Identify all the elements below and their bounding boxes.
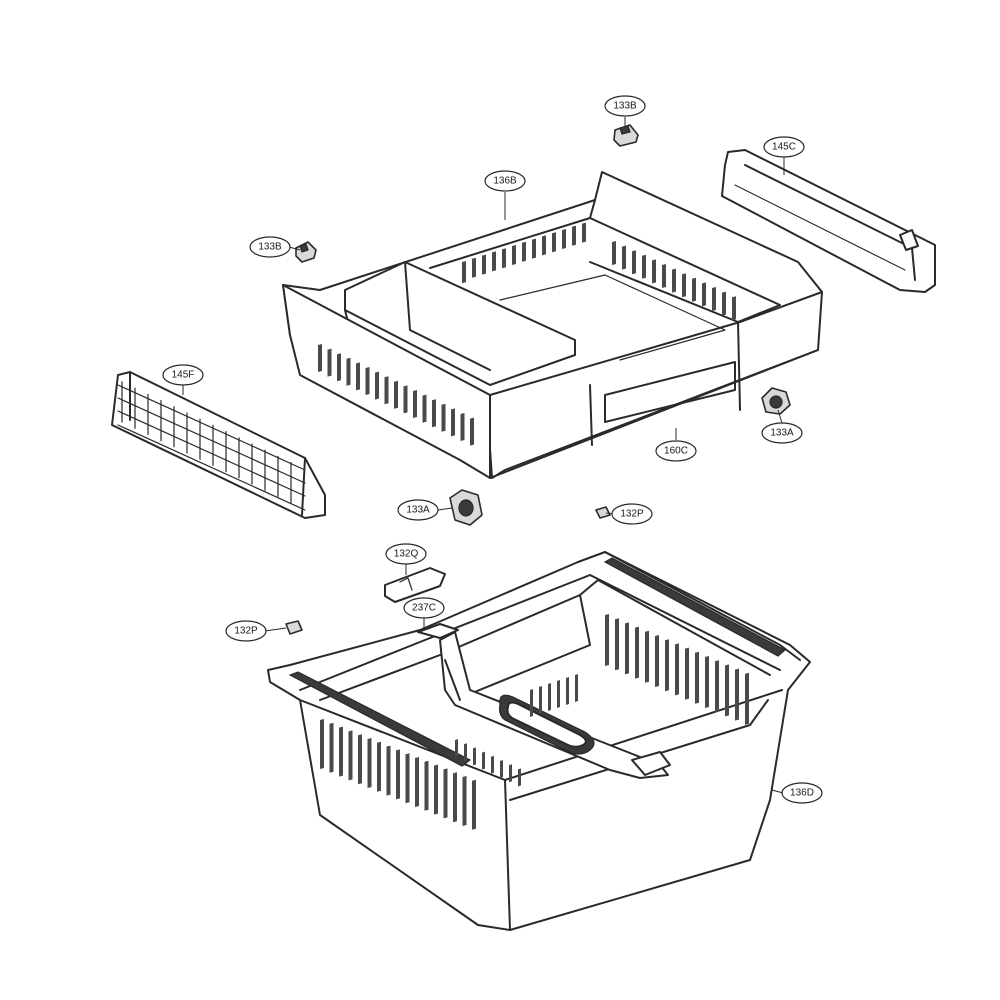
rail-145f <box>111 371 326 519</box>
callout-237c: 237C <box>403 597 445 619</box>
callout-label: 160C <box>664 446 688 457</box>
bracket-132q <box>384 567 446 603</box>
callout-136b: 136B <box>484 170 526 192</box>
pad-132p-right <box>595 506 611 519</box>
clip-133b-top <box>613 124 639 147</box>
callout-bubble <box>611 503 653 525</box>
rail-145c <box>721 149 936 293</box>
callout-label: 145F <box>172 370 195 381</box>
callout-133a-right: 133A <box>761 422 803 444</box>
callout-132q: 132Q <box>385 543 427 565</box>
callout-label: 133B <box>613 101 637 112</box>
callout-bubble <box>484 170 526 192</box>
roller-133a-right <box>761 387 791 415</box>
callout-132p-right: 132P <box>611 503 653 525</box>
callout-label: 132P <box>620 509 644 520</box>
callout-bubble <box>604 95 646 117</box>
pad-132p-left <box>285 620 303 635</box>
callout-bubble <box>655 440 697 462</box>
callout-label: 133A <box>770 428 794 439</box>
callout-label: 133A <box>406 505 430 516</box>
callout-bubble <box>162 364 204 386</box>
callout-bubble <box>761 422 803 444</box>
callout-label: 237C <box>412 603 436 614</box>
callout-bubble <box>225 620 267 642</box>
callout-133b-top: 133B <box>604 95 646 117</box>
callout-bubble <box>781 782 823 804</box>
callout-bubble <box>403 597 445 619</box>
callout-136d: 136D <box>781 782 823 804</box>
callout-label: 136B <box>493 176 517 187</box>
callout-bubble <box>397 499 439 521</box>
callout-bubble <box>385 543 427 565</box>
callout-160c: 160C <box>655 440 697 462</box>
callout-label: 132Q <box>394 549 419 560</box>
callout-label: 133B <box>258 242 282 253</box>
callout-132p-left: 132P <box>225 620 267 642</box>
callout-145c: 145C <box>763 136 805 158</box>
callout-133b-left: 133B <box>249 236 291 258</box>
callout-bubble <box>249 236 291 258</box>
callout-bubble <box>763 136 805 158</box>
callout-133a-center: 133A <box>397 499 439 521</box>
roller-133a-center <box>449 489 483 526</box>
callout-label: 145C <box>772 142 796 153</box>
callout-label: 136D <box>790 788 814 799</box>
clip-133b-left <box>295 241 317 263</box>
callout-145f: 145F <box>162 364 204 386</box>
callout-label: 132P <box>234 626 258 637</box>
upper-tray-136b <box>282 171 823 479</box>
lower-basket-136d <box>267 551 811 931</box>
